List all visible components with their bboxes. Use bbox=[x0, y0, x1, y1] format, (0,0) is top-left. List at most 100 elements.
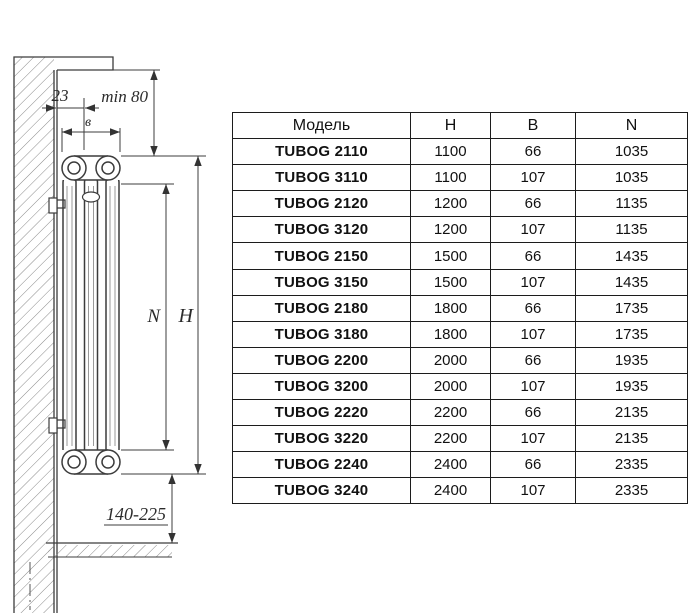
n-value-cell: 1735 bbox=[575, 320, 688, 348]
b-value-cell: 107 bbox=[490, 320, 576, 348]
radiator-tube bbox=[62, 175, 77, 457]
floor-clearance-label: 140-225 bbox=[106, 504, 166, 524]
h-value-cell: 2400 bbox=[410, 451, 491, 479]
b-value-cell: 107 bbox=[490, 372, 576, 401]
h-value-cell: 2000 bbox=[410, 372, 491, 401]
h-value-cell: 2400 bbox=[410, 477, 491, 505]
offset-dim-label: 23 bbox=[52, 86, 69, 105]
dimension-labels: 23 min 80 в N H 140-225 bbox=[52, 86, 195, 526]
wall-bracket-bottom bbox=[48, 417, 66, 434]
h-value-cell: 1500 bbox=[410, 242, 491, 270]
model-cell: TUBOG 2120 bbox=[232, 190, 411, 218]
b-value-cell: 66 bbox=[490, 451, 576, 479]
b-value-cell: 66 bbox=[490, 242, 576, 270]
h-value-cell: 2200 bbox=[410, 425, 491, 453]
radiator-tubes bbox=[62, 175, 120, 457]
wall-bracket-top bbox=[48, 197, 66, 214]
model-cell: TUBOG 2200 bbox=[232, 346, 411, 374]
model-cell: TUBOG 2180 bbox=[232, 294, 411, 322]
b-value-cell: 107 bbox=[490, 216, 576, 244]
h-value-cell: 1200 bbox=[410, 216, 491, 244]
h-value-cell: 2200 bbox=[410, 399, 491, 427]
b-value-cell: 107 bbox=[490, 477, 576, 505]
n-value-cell: 1435 bbox=[575, 268, 688, 296]
model-cell: TUBOG 3110 bbox=[232, 164, 411, 192]
b-value-cell: 66 bbox=[490, 346, 576, 374]
n-value-cell: 2135 bbox=[575, 425, 688, 453]
column-header-b: B bbox=[490, 111, 576, 140]
n-value-cell: 1035 bbox=[575, 164, 688, 192]
h-value-cell: 1100 bbox=[410, 164, 491, 192]
b-value-cell: 107 bbox=[490, 268, 576, 296]
model-cell: TUBOG 3240 bbox=[232, 477, 411, 505]
b-value-cell: 107 bbox=[490, 164, 576, 192]
radiator-tube bbox=[105, 175, 120, 457]
wall-ledge-outline bbox=[13, 56, 114, 613]
b-value-cell: 66 bbox=[490, 399, 576, 427]
h-value-cell: 1800 bbox=[410, 320, 491, 348]
column-header-h: H bbox=[410, 111, 491, 140]
h-value-cell: 2000 bbox=[410, 346, 491, 374]
axis-distance-label: N bbox=[146, 306, 161, 327]
radiator bbox=[48, 155, 121, 475]
n-value-cell: 1135 bbox=[575, 190, 688, 218]
n-value-cell: 1135 bbox=[575, 216, 688, 244]
radiator-tube bbox=[83, 175, 99, 457]
h-value-cell: 1800 bbox=[410, 294, 491, 322]
wall bbox=[13, 56, 114, 613]
n-value-cell: 1735 bbox=[575, 294, 688, 322]
n-value-cell: 1035 bbox=[575, 138, 688, 166]
height-dim-label: H bbox=[178, 305, 195, 327]
column-header-model: Модель bbox=[232, 111, 411, 140]
model-cell: TUBOG 2220 bbox=[232, 399, 411, 427]
b-value-cell: 66 bbox=[490, 138, 576, 166]
n-value-cell: 2135 bbox=[575, 399, 688, 427]
radiator-technical-drawing: 23 min 80 в N H 140-225 bbox=[13, 56, 206, 613]
model-cell: TUBOG 2240 bbox=[232, 451, 411, 479]
n-value-cell: 2335 bbox=[575, 477, 688, 505]
floor-hatching bbox=[48, 545, 172, 557]
column-header-n: N bbox=[575, 111, 688, 140]
dimension-lines bbox=[42, 69, 206, 543]
depth-dim-label: в bbox=[85, 115, 91, 130]
model-cell: TUBOG 3200 bbox=[232, 372, 411, 401]
spec-table-header-row: Модель H B N bbox=[232, 111, 688, 140]
model-cell: TUBOG 2110 bbox=[232, 138, 411, 166]
n-value-cell: 1435 bbox=[575, 242, 688, 270]
brand-oval bbox=[81, 191, 101, 203]
h-value-cell: 1100 bbox=[410, 138, 491, 166]
b-value-cell: 66 bbox=[490, 190, 576, 218]
h-value-cell: 1200 bbox=[410, 190, 491, 218]
b-value-cell: 66 bbox=[490, 294, 576, 322]
model-cell: TUBOG 3220 bbox=[232, 425, 411, 453]
model-cell: TUBOG 2150 bbox=[232, 242, 411, 270]
wall-hatching bbox=[14, 57, 54, 613]
min-clearance-label: min 80 bbox=[101, 87, 148, 106]
n-value-cell: 1935 bbox=[575, 372, 688, 401]
spec-table-head: Модель H B N bbox=[232, 111, 688, 140]
model-cell: TUBOG 3150 bbox=[232, 268, 411, 296]
radiator-bottom-header bbox=[61, 449, 121, 475]
n-value-cell: 2335 bbox=[575, 451, 688, 479]
h-value-cell: 1500 bbox=[410, 268, 491, 296]
b-value-cell: 107 bbox=[490, 425, 576, 453]
floor bbox=[46, 542, 178, 558]
radiator-top-header bbox=[61, 155, 121, 181]
